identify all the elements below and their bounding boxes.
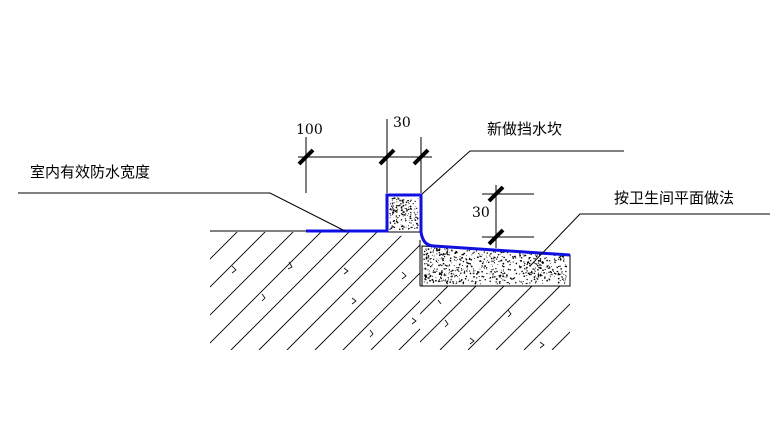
dimension-label-30-top: 30 bbox=[393, 115, 411, 131]
label-indoor-waterproof-width: 室内有效防水宽度 bbox=[30, 163, 151, 181]
leader-new-curb bbox=[421, 150, 624, 195]
soil-marks bbox=[231, 261, 545, 349]
label-new-curb: 新做挡水坎 bbox=[487, 120, 563, 138]
dimension-label-30-side: 30 bbox=[472, 205, 490, 221]
tick-30-bottom bbox=[487, 228, 505, 246]
label-bathroom-plan-method: 按卫生间平面做法 bbox=[614, 189, 735, 207]
dimension-side bbox=[482, 185, 534, 248]
tick-30-right bbox=[412, 148, 430, 166]
leader-indoor-width bbox=[18, 192, 346, 232]
soil-hatch-left bbox=[210, 232, 420, 350]
dimension-top bbox=[297, 119, 432, 193]
leader-lines bbox=[18, 150, 770, 267]
concrete-fill bbox=[387, 195, 571, 287]
waterproof-membrane bbox=[306, 193, 571, 257]
tick-30-top bbox=[487, 185, 505, 203]
tick-100-right bbox=[378, 148, 396, 166]
dimension-label-100: 100 bbox=[296, 122, 323, 138]
soil-hatch-right bbox=[420, 286, 570, 350]
leader-bathroom-plan bbox=[529, 213, 770, 267]
tick-100-left bbox=[297, 148, 315, 166]
